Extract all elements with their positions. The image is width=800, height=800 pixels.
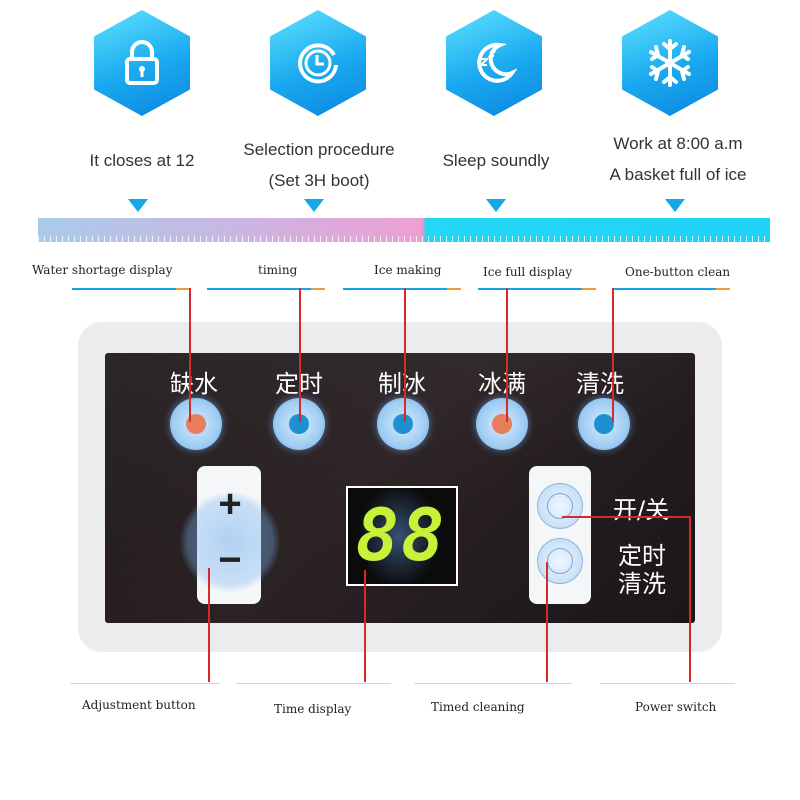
callout-line (299, 288, 301, 422)
label-baseline (236, 683, 391, 684)
led-water-shortage (170, 398, 222, 450)
pointer-triangle (486, 199, 506, 212)
sleep-feature-hex (446, 10, 542, 116)
label-baseline (70, 683, 220, 684)
label-underline (612, 288, 730, 290)
indicator-label-ice-making: 制冰 (378, 370, 426, 398)
minus-button[interactable]: − (218, 538, 242, 582)
label-water-shortage: Water shortage display (32, 263, 173, 277)
clock-feature-hex (270, 10, 366, 116)
feature-text: Work at 8:00 a.m (613, 134, 743, 153)
label-timed-cleaning: Timed cleaning (431, 700, 525, 714)
feature-text: (Set 3H boot) (268, 171, 370, 190)
callout-line (404, 288, 406, 422)
callout-line (612, 288, 614, 422)
clock-icon (298, 43, 338, 84)
feature-caption-lock: It closes at 12 (72, 145, 212, 176)
feature-caption-ice: Work at 8:00 a.m A basket full of ice (590, 128, 766, 190)
callout-line (364, 570, 366, 682)
timed-cleaning-label-2: 清洗 (618, 570, 666, 598)
pointer-triangle (128, 199, 148, 212)
snowflake-icon (649, 39, 691, 87)
callout-line (208, 568, 210, 682)
indicator-label-ice-full: 冰满 (478, 370, 526, 398)
feature-text: Selection procedure (243, 140, 395, 159)
display-digits: 88 (355, 493, 447, 577)
label-adjustment-button: Adjustment button (82, 698, 196, 712)
label-ice-full: Ice full display (483, 265, 573, 279)
label-underline (343, 288, 461, 290)
display-glow (358, 484, 440, 588)
plus-button[interactable]: + (218, 482, 242, 526)
feature-text: A basket full of ice (609, 165, 747, 184)
label-ice-making: Ice making (374, 263, 442, 277)
label-time-display: Time display (274, 702, 352, 716)
callout-line (689, 516, 691, 682)
power-switch-label: 开/关 (613, 496, 670, 524)
lock-icon (125, 40, 159, 85)
label-timing: timing (258, 263, 298, 277)
feature-caption-clock: Selection procedure (Set 3H boot) (226, 134, 412, 196)
label-power-switch: Power switch (635, 700, 717, 714)
label-baseline (414, 683, 572, 684)
label-underline (72, 288, 190, 290)
power-switch-button[interactable] (537, 483, 583, 529)
indicator-label-water-shortage: 缺水 (170, 370, 218, 398)
led-clean (578, 398, 630, 450)
adjustment-glow (180, 492, 280, 592)
indicator-label-clean: 清洗 (576, 370, 624, 398)
label-baseline (600, 683, 735, 684)
pointer-triangle (304, 199, 324, 212)
feature-caption-sleep: Sleep soundly (426, 145, 566, 176)
pointer-triangle (665, 199, 685, 212)
led-ice-full (476, 398, 528, 450)
label-underline (478, 288, 596, 290)
label-underline (207, 288, 325, 290)
feature-text: It closes at 12 (89, 151, 195, 170)
timed-cleaning-label-1: 定时 (618, 542, 666, 570)
ice-feature-hex (622, 10, 718, 116)
callout-line (562, 516, 690, 518)
timed-cleaning-button[interactable] (537, 538, 583, 584)
feature-text: Sleep soundly (442, 151, 550, 170)
lock-feature-hex (94, 10, 190, 116)
callout-line (189, 288, 191, 422)
led-ice-making (377, 398, 429, 450)
callout-line (546, 562, 548, 682)
label-one-button-clean: One-button clean (625, 265, 731, 279)
timeline-ticks (38, 236, 770, 242)
moon-sleep-icon (477, 42, 518, 83)
callout-line (506, 288, 508, 422)
